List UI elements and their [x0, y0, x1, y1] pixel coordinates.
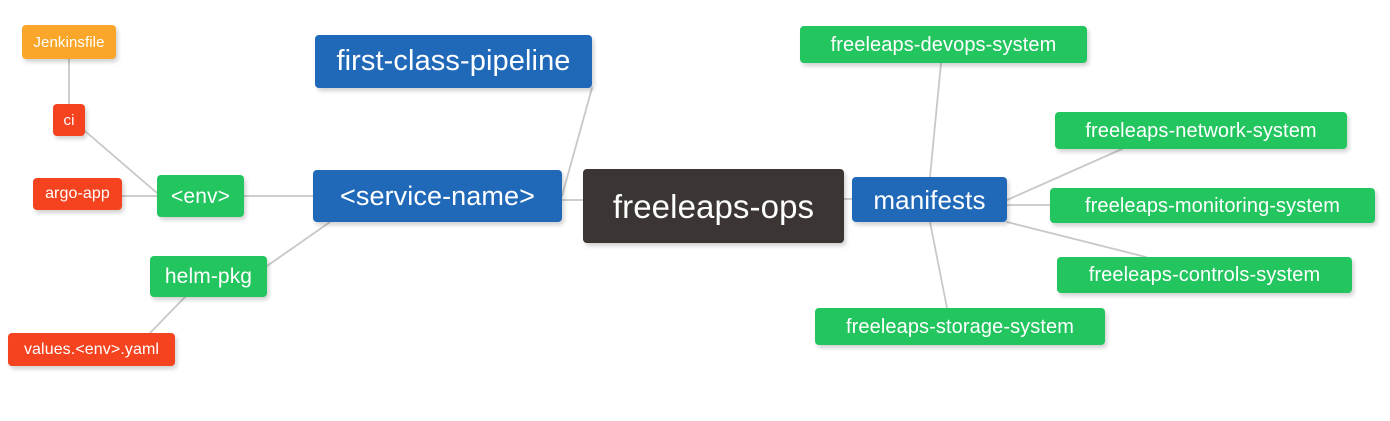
node-label-argo-app: argo-app: [45, 185, 110, 202]
node-label-first-class-pipeline: first-class-pipeline: [336, 45, 571, 77]
node-jenkinsfile[interactable]: Jenkinsfile: [22, 25, 116, 59]
edge-manifests-to-freeleaps-devops-system: [929, 62, 942, 178]
node-first-class-pipeline[interactable]: first-class-pipeline: [315, 35, 592, 88]
node-values-yaml[interactable]: values.<env>.yaml: [8, 333, 175, 366]
node-label-values-yaml: values.<env>.yaml: [23, 340, 160, 358]
node-argo-app[interactable]: argo-app: [33, 178, 122, 210]
edge-service-name-to-helm-pkg: [266, 221, 331, 267]
node-manifests[interactable]: manifests: [852, 177, 1007, 222]
node-label-jenkinsfile: Jenkinsfile: [33, 33, 105, 51]
node-label-freeleaps-ops: freeleaps-ops: [612, 187, 815, 225]
node-label-freeleaps-controls-system: freeleaps-controls-system: [1088, 264, 1321, 286]
node-ci[interactable]: ci: [53, 104, 85, 136]
edge-helm-pkg-to-values-yaml: [149, 296, 186, 334]
edge-manifests-to-freeleaps-controls-system: [1006, 221, 1147, 258]
node-label-freeleaps-storage-system: freeleaps-storage-system: [845, 315, 1075, 338]
node-freeleaps-storage-system[interactable]: freeleaps-storage-system: [815, 308, 1105, 345]
node-env[interactable]: <env>: [157, 175, 244, 217]
edge-manifests-to-freeleaps-storage-system: [929, 221, 948, 309]
node-label-env: <env>: [171, 184, 230, 208]
node-service-name[interactable]: <service-name>: [313, 170, 562, 222]
node-label-service-name: <service-name>: [340, 180, 535, 211]
node-freeleaps-monitoring-system[interactable]: freeleaps-monitoring-system: [1050, 188, 1375, 223]
node-label-freeleaps-network-system: freeleaps-network-system: [1085, 119, 1317, 142]
node-label-freeleaps-monitoring-system: freeleaps-monitoring-system: [1084, 194, 1340, 217]
node-freeleaps-devops-system[interactable]: freeleaps-devops-system: [800, 26, 1087, 63]
node-label-helm-pkg: helm-pkg: [164, 265, 253, 288]
node-label-manifests: manifests: [873, 184, 986, 215]
node-freeleaps-controls-system[interactable]: freeleaps-controls-system: [1057, 257, 1352, 293]
node-helm-pkg[interactable]: helm-pkg: [150, 256, 267, 297]
node-label-ci: ci: [63, 111, 75, 129]
node-label-freeleaps-devops-system: freeleaps-devops-system: [830, 33, 1057, 56]
node-freeleaps-network-system[interactable]: freeleaps-network-system: [1055, 112, 1347, 149]
node-freeleaps-ops[interactable]: freeleaps-ops: [583, 169, 844, 243]
